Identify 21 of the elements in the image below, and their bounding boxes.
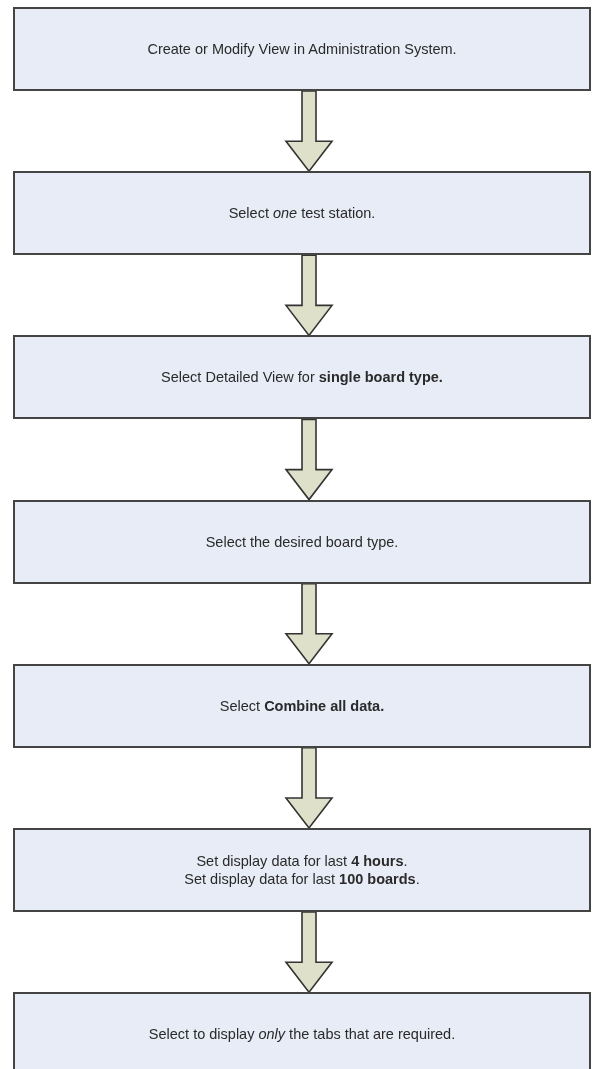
process-box: [13, 499, 591, 584]
process-box: [13, 335, 591, 420]
step-text: Create or Modify View in Administration System.: [147, 39, 457, 59]
process-box: [13, 828, 591, 912]
step-text: Set display data for last 100 boards.: [184, 870, 420, 889]
process-box: [13, 663, 591, 748]
process-box: [13, 7, 591, 91]
block-arrow: [284, 747, 334, 830]
block-arrow: [284, 582, 334, 666]
step-text: Select Detailed View for single board type.: [161, 368, 443, 387]
process-box: [13, 992, 591, 1069]
step-text: Select Combine all data.: [219, 696, 385, 715]
step-text: Select one test station.: [228, 204, 376, 223]
block-arrow: [284, 911, 334, 994]
block-arrow: [284, 254, 334, 337]
block-arrow: [284, 90, 334, 173]
step-text: Select the desired board type.: [205, 532, 399, 551]
step-text: Set display data for last 4 hours.: [196, 851, 408, 870]
block-arrow: [284, 418, 334, 501]
process-box: [13, 171, 591, 256]
step-text: Select to display only the tabs that are required.: [148, 1025, 456, 1044]
